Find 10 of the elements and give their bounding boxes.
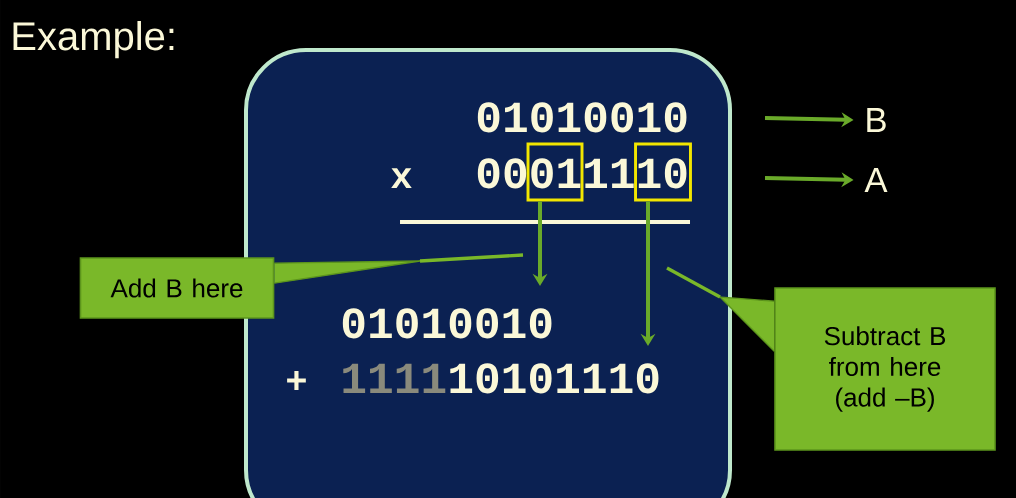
operator-sign: + <box>287 371 306 391</box>
callout-box: Subtract B from here (add –B) <box>718 287 996 451</box>
variable-label: B <box>867 108 886 132</box>
binary-number: 01010010 <box>477 102 687 133</box>
title: Example: <box>13 21 174 59</box>
variable-label: A <box>864 168 888 192</box>
panel-background <box>244 48 732 498</box>
binary-number: 10101110 <box>450 363 659 394</box>
operator-sign: x <box>391 168 412 188</box>
sign-extension-digits: 1111 <box>343 363 446 393</box>
